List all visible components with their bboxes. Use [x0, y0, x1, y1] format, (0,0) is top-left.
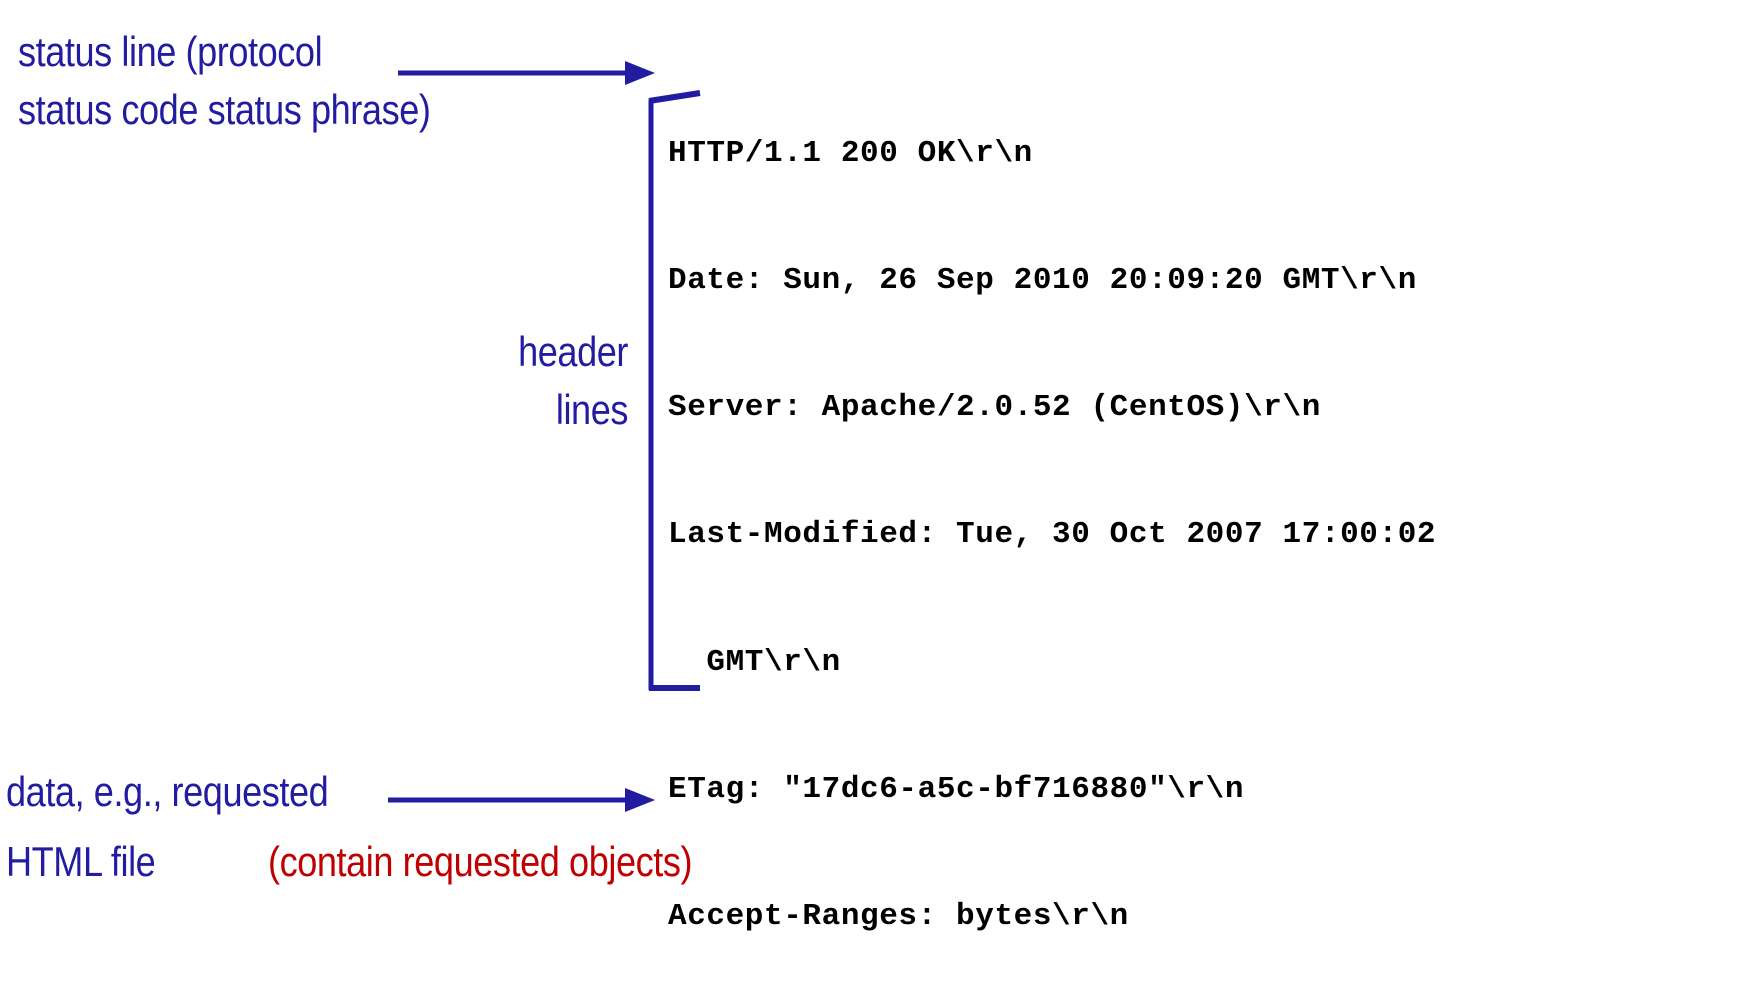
message-line-last-modified-cont: GMT\r\n — [668, 644, 841, 680]
status-arrow-icon — [398, 61, 655, 85]
header-lines-label-line2: lines — [555, 386, 629, 433]
data-label-line1: data, e.g., requested — [6, 768, 329, 815]
message-line-accept-ranges: Accept-Ranges: bytes\r\n — [668, 899, 1129, 935]
header-lines-label-line1: header — [518, 328, 628, 375]
data-arrow-icon — [388, 788, 655, 812]
message-line-last-modified: Last-Modified: Tue, 30 Oct 2007 17:00:02 — [668, 517, 1437, 553]
status-line-label-line2: status code status phrase) — [18, 86, 431, 133]
message-line-status: HTTP/1.1 200 OK\r\n — [668, 135, 1033, 171]
status-line-label-line1: status line (protocol — [18, 28, 323, 75]
http-response-message: HTTP/1.1 200 OK\r\n Date: Sun, 26 Sep 20… — [668, 48, 1475, 982]
message-line-date: Date: Sun, 26 Sep 2010 20:09:20 GMT\r\n — [668, 263, 1417, 299]
data-note-label: (contain requested objects) — [268, 838, 693, 885]
message-line-etag: ETag: "17dc6-a5c-bf716880"\r\n — [668, 771, 1245, 807]
data-label-line2: HTML file — [6, 838, 156, 885]
message-line-server: Server: Apache/2.0.52 (CentOS)\r\n — [668, 390, 1321, 426]
